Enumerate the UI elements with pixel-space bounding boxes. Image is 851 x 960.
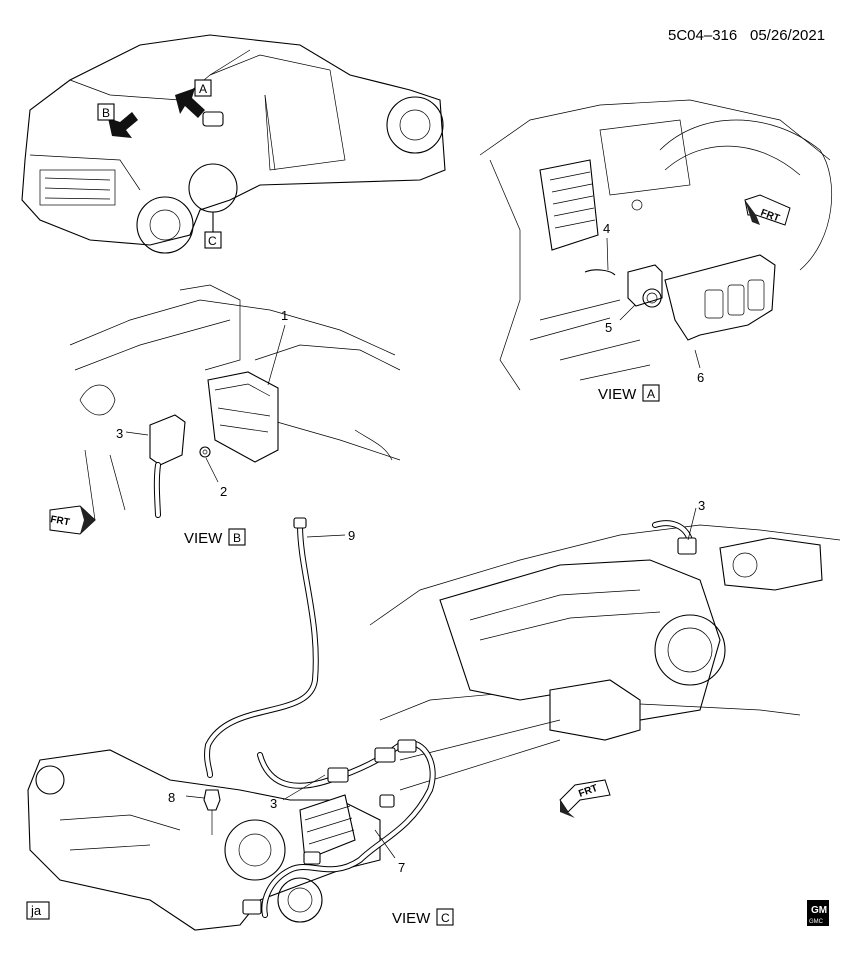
vehicle-callout-c: C [208,234,217,248]
frt-arrow-view-a: FRT [744,194,791,226]
view-c-label: VIEW [392,910,431,927]
view-c-illustration [27,507,841,931]
view-a-letter: A [647,387,655,401]
callout-1: 1 [281,308,288,323]
callout-5: 5 [605,320,612,335]
doc-id: 5C04–316 [668,27,737,44]
svg-text:GM: GM [811,905,827,916]
view-a-illustration [479,99,832,391]
callout-3-view-b: 3 [116,426,123,441]
svg-text:GMC: GMC [809,919,824,925]
vehicle-callout-b: B [102,106,110,120]
illustrator-initials: ja [30,903,42,918]
doc-date: 05/26/2021 [750,27,825,44]
callout-circle-c [188,163,238,213]
view-b-illustration [69,284,401,521]
view-b-arrow-icon [108,112,138,138]
callout-3-view-c-top: 3 [698,498,705,513]
view-b-label: VIEW [184,530,223,547]
gm-logo-icon: GM GMC [807,900,829,926]
callout-4: 4 [603,221,610,236]
frt-arrow-view-c: FRT [559,779,611,818]
view-a-label: VIEW [598,386,637,403]
callout-9: 9 [348,528,355,543]
view-c-letter: C [441,911,450,925]
callout-3-view-c-bottom: 3 [270,796,277,811]
frt-label-view-b: FRT [49,514,70,528]
vehicle-callout-a: A [199,82,207,96]
view-a-arrow-icon [175,88,205,118]
callout-2: 2 [220,484,227,499]
callout-6: 6 [697,370,704,385]
view-b-letter: B [233,531,241,545]
frt-arrow-view-b: FRT [49,505,96,535]
vehicle-illustration [21,34,446,254]
callout-7: 7 [398,860,405,875]
callout-8: 8 [168,790,175,805]
